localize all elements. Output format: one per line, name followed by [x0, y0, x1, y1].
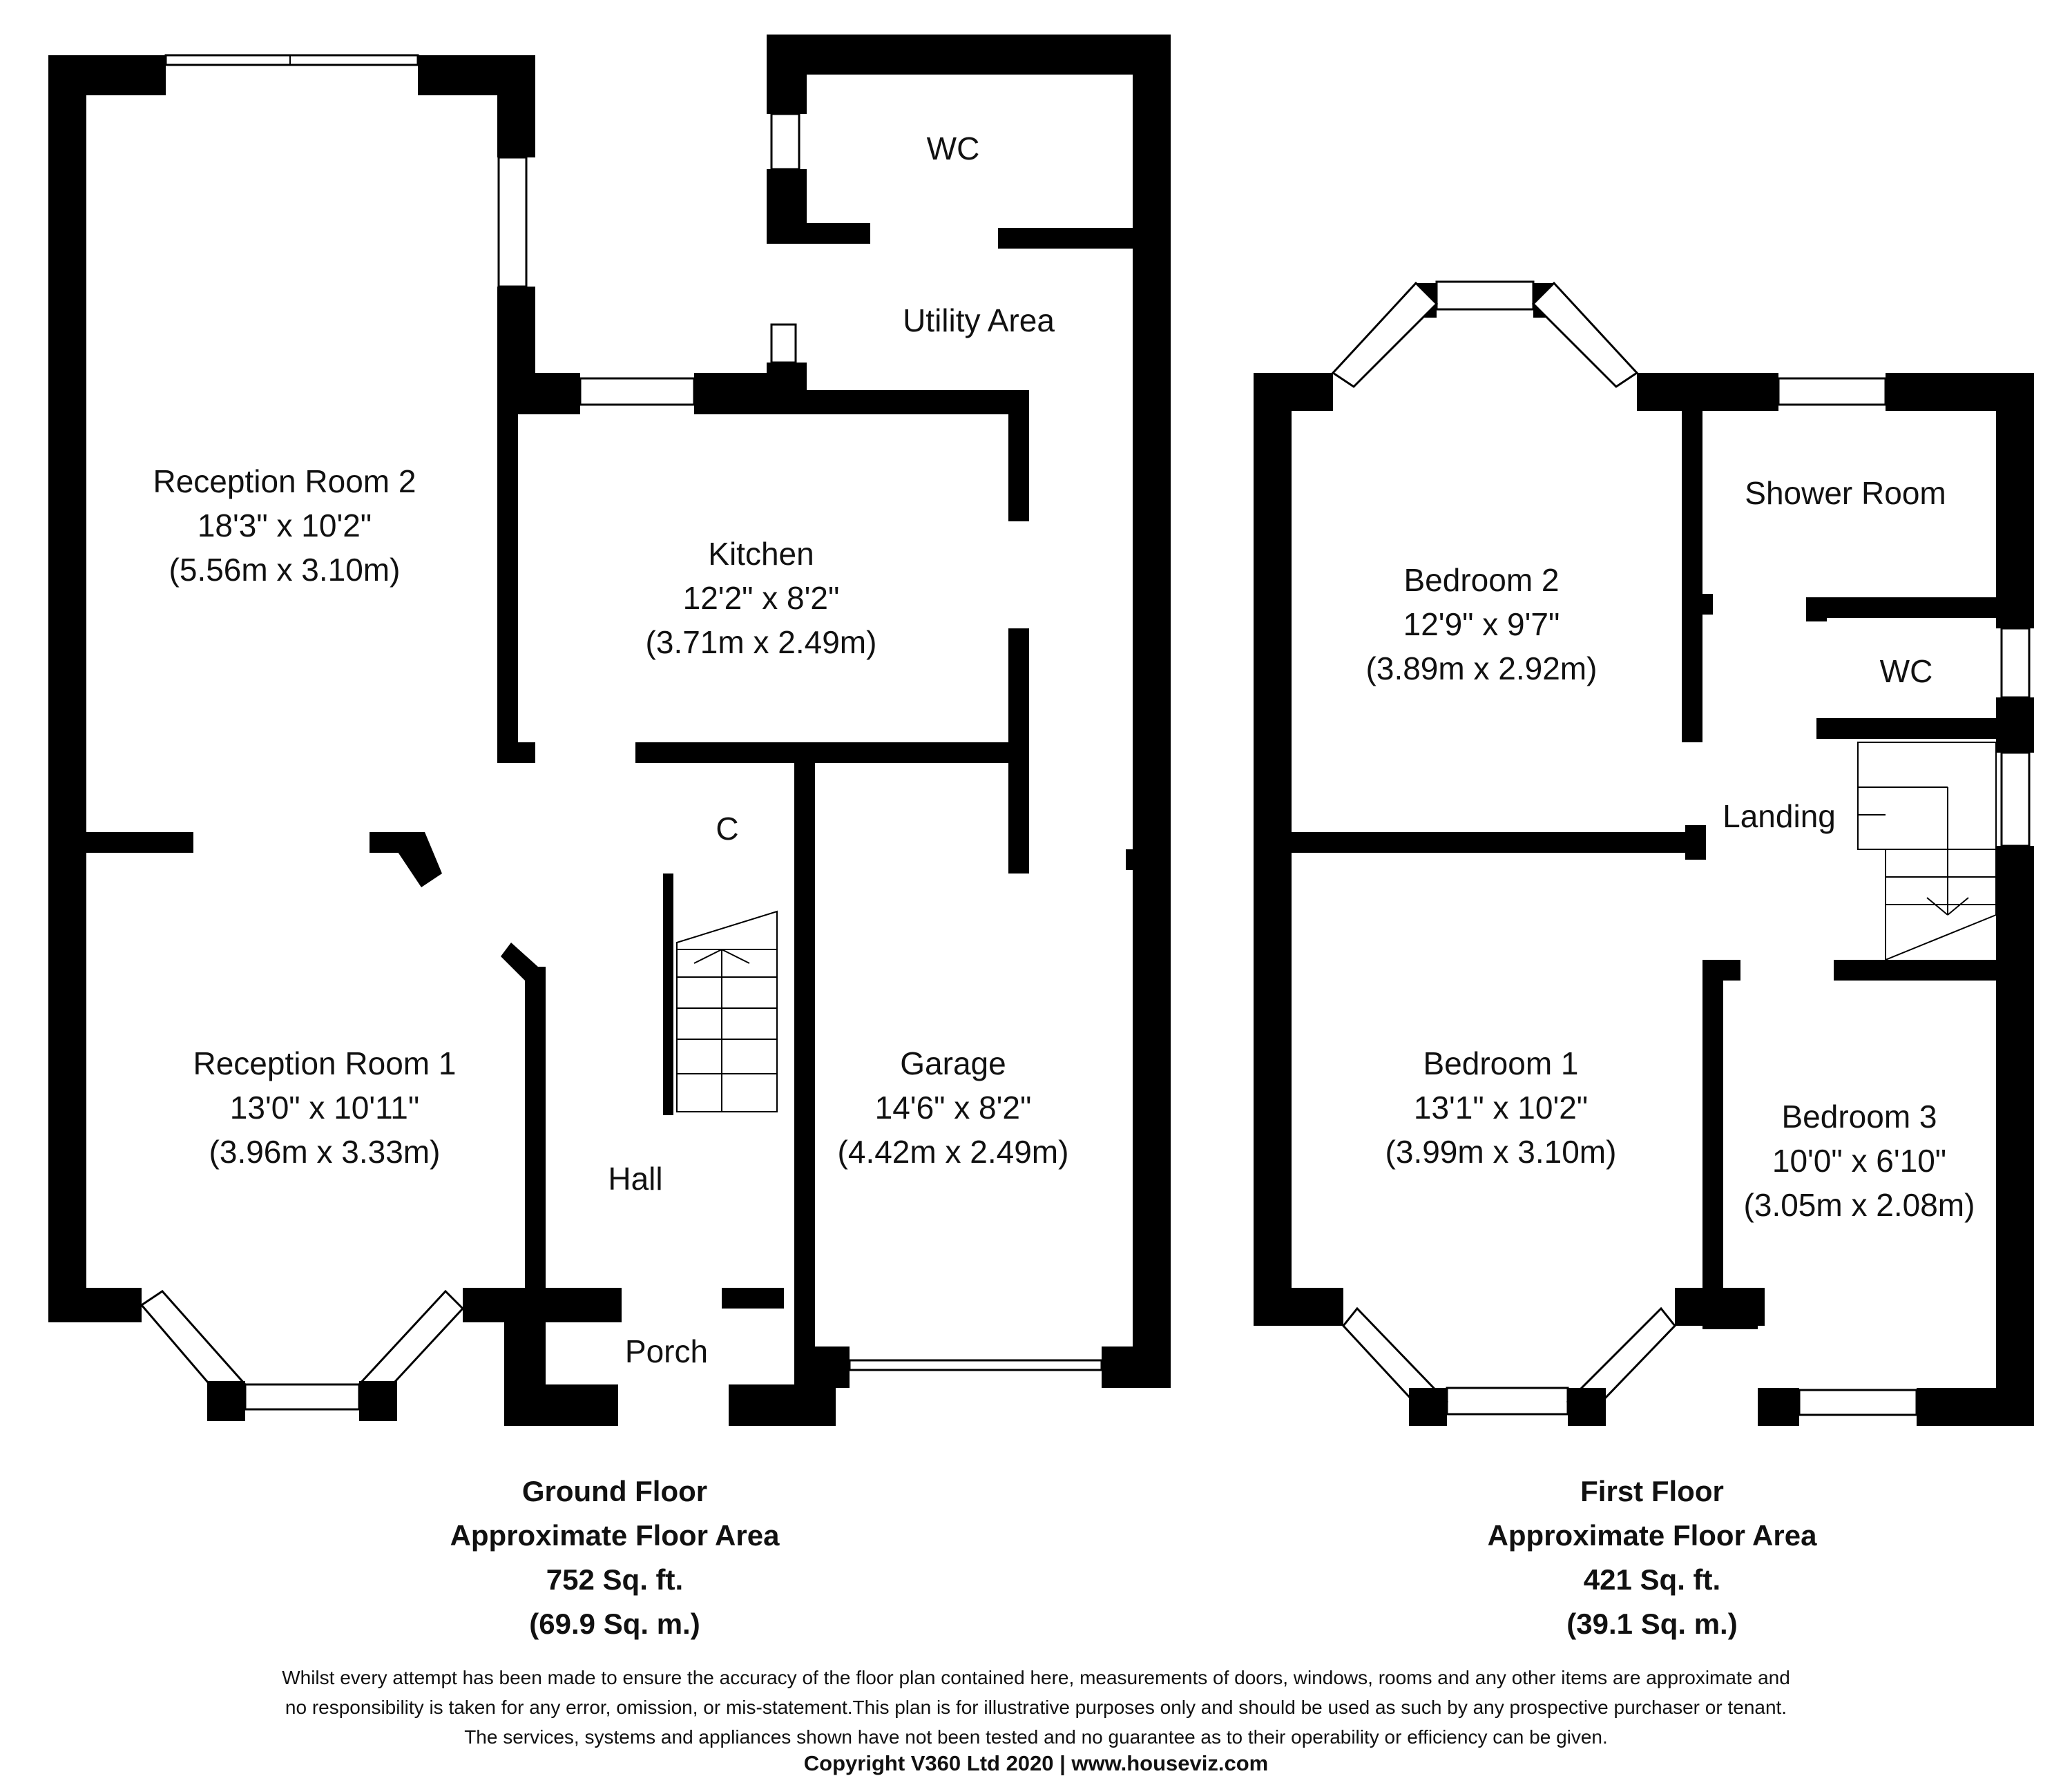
room-label-shower-room: Shower Room	[1745, 471, 1946, 515]
room-name: Bedroom 1	[1423, 1045, 1579, 1081]
room-size-metric: (3.05m x 2.08m)	[1743, 1187, 1975, 1223]
room-name: Reception Room 2	[153, 463, 416, 499]
room-name: Landing	[1723, 798, 1836, 834]
room-label-wc-ground: WC	[927, 126, 980, 171]
room-name: Shower Room	[1745, 475, 1946, 511]
summary-area-metric: (69.9 Sq. m.)	[529, 1608, 700, 1640]
room-size-metric: (3.71m x 2.49m)	[645, 624, 877, 660]
disclaimer: Whilst every attempt has been made to en…	[138, 1663, 1934, 1752]
room-size-imperial: 12'9" x 9'7"	[1403, 606, 1560, 642]
room-size-metric: (4.42m x 2.49m)	[837, 1134, 1069, 1170]
room-name: C	[716, 811, 739, 847]
first-floor-summary: First Floor Approximate Floor Area 421 S…	[1488, 1469, 1817, 1646]
summary-floor-name: Ground Floor	[521, 1475, 708, 1507]
room-size-imperial: 13'1" x 10'2"	[1413, 1090, 1589, 1126]
first-floor-windows	[1331, 280, 2031, 1426]
room-name: Utility Area	[903, 302, 1055, 338]
summary-area-metric: (39.1 Sq. m.)	[1566, 1608, 1738, 1640]
room-size-metric: (3.89m x 2.92m)	[1365, 650, 1598, 686]
room-name: Bedroom 3	[1781, 1099, 1937, 1135]
disclaimer-line: Whilst every attempt has been made to en…	[282, 1667, 1790, 1688]
summary-label: Approximate Floor Area	[1487, 1519, 1817, 1552]
room-name: Reception Room 1	[193, 1045, 457, 1081]
ground-floor-summary: Ground Floor Approximate Floor Area 752 …	[450, 1469, 780, 1646]
room-size-imperial: 13'0" x 10'11"	[229, 1090, 420, 1126]
summary-area-imperial: 421 Sq. ft.	[1583, 1563, 1721, 1596]
room-size-imperial: 12'2" x 8'2"	[682, 580, 840, 616]
ground-floor-stairs	[676, 910, 778, 1112]
summary-area-imperial: 752 Sq. ft.	[546, 1563, 684, 1596]
summary-label: Approximate Floor Area	[450, 1519, 780, 1552]
room-name: Hall	[608, 1161, 663, 1197]
summary-floor-name: First Floor	[1580, 1475, 1724, 1507]
room-name: WC	[1879, 653, 1933, 689]
room-label-bedroom-1: Bedroom 1 13'1" x 10'2" (3.99m x 3.10m)	[1385, 1041, 1617, 1174]
room-name: Bedroom 2	[1403, 562, 1560, 598]
room-name: Porch	[624, 1333, 709, 1369]
first-floor-walls	[1254, 283, 2034, 1426]
disclaimer-line: no responsibility is taken for any error…	[285, 1697, 1787, 1718]
room-label-utility-area: Utility Area	[903, 298, 1055, 342]
room-size-imperial: 10'0" x 6'10"	[1772, 1143, 1947, 1179]
room-size-imperial: 18'3" x 10'2"	[197, 508, 372, 543]
room-label-bedroom-2: Bedroom 2 12'9" x 9'7" (3.89m x 2.92m)	[1366, 558, 1598, 691]
room-label-garage: Garage 14'6" x 8'2" (4.42m x 2.49m)	[838, 1041, 1069, 1174]
copyright: Copyright V360 Ltd 2020 | www.houseviz.c…	[803, 1751, 1269, 1775]
room-size-metric: (3.99m x 3.10m)	[1385, 1134, 1617, 1170]
room-label-reception-room-2: Reception Room 2 18'3" x 10'2" (5.56m x …	[153, 459, 416, 592]
room-name: Garage	[900, 1045, 1006, 1081]
room-label-wc-first: WC	[1880, 649, 1933, 693]
ground-floor-windows	[140, 54, 1103, 1421]
room-label-bedroom-3: Bedroom 3 10'0" x 6'10" (3.05m x 2.08m)	[1744, 1094, 1975, 1227]
disclaimer-line: The services, systems and appliances sho…	[464, 1726, 1608, 1748]
room-label-landing: Landing	[1723, 794, 1836, 838]
first-floor-stairs	[1857, 742, 1997, 961]
room-label-kitchen: Kitchen 12'2" x 8'2" (3.71m x 2.49m)	[646, 532, 877, 664]
room-size-imperial: 14'6" x 8'2"	[874, 1090, 1032, 1126]
room-label-cupboard: C	[716, 807, 738, 851]
ground-floor-walls	[48, 35, 1171, 1426]
room-name: Kitchen	[708, 536, 814, 572]
room-label-porch: Porch	[625, 1329, 708, 1373]
room-size-metric: (3.96m x 3.33m)	[209, 1134, 441, 1170]
room-label-reception-room-1: Reception Room 1 13'0" x 10'11" (3.96m x…	[193, 1041, 457, 1174]
room-name: WC	[926, 131, 980, 166]
room-label-hall: Hall	[608, 1157, 662, 1201]
room-size-metric: (5.56m x 3.10m)	[169, 552, 401, 588]
